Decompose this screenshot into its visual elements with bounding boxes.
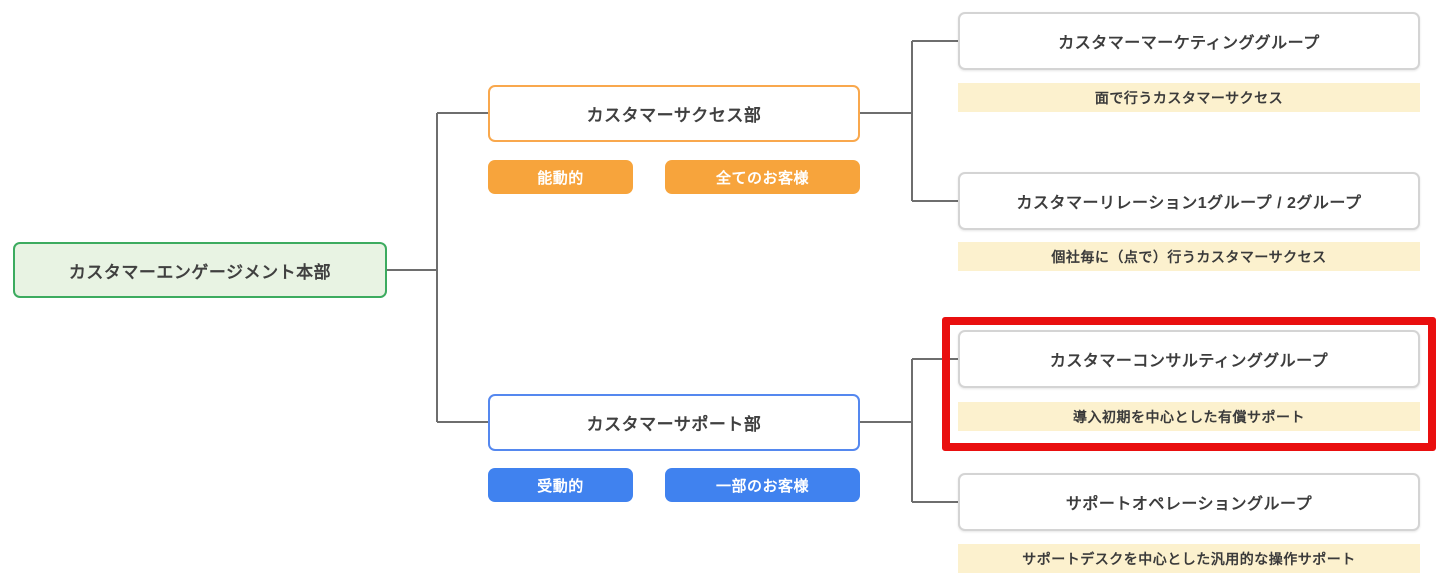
root-node: カスタマーエンゲージメント本部 — [13, 242, 387, 298]
caption-text: サポートデスクを中心とした汎用的な操作サポート — [1022, 550, 1356, 567]
caption-text: 面で行うカスタマーサクセス — [1094, 89, 1284, 106]
group-node-customer-relation: カスタマーリレーション1グループ / 2グループ — [958, 172, 1420, 230]
group-node-customer-marketing: カスタマーマーケティンググループ — [958, 12, 1420, 70]
badge-all-customers: 全てのお客様 — [665, 160, 860, 194]
badge-proactive: 能動的 — [488, 160, 633, 194]
root-node-label: カスタマーエンゲージメント本部 — [68, 262, 332, 282]
group-caption-customer-consulting: 導入初期を中心とした有償サポート — [958, 402, 1420, 431]
badge-label: 全てのお客様 — [715, 169, 809, 187]
group-node-customer-consulting: カスタマーコンサルティンググループ — [958, 330, 1420, 388]
dept-label: カスタマーサポート部 — [586, 415, 762, 434]
group-label: カスタマーリレーション1グループ / 2グループ — [1016, 195, 1362, 212]
badge-some-customers: 一部のお客様 — [665, 468, 860, 502]
badge-label: 受動的 — [537, 477, 584, 495]
group-label: カスタマーマーケティンググループ — [1058, 35, 1320, 52]
group-caption-customer-relation: 個社毎に（点で）行うカスタマーサクセス — [958, 242, 1420, 271]
group-caption-customer-marketing: 面で行うカスタマーサクセス — [958, 83, 1420, 112]
group-label: カスタマーコンサルティンググループ — [1049, 353, 1329, 370]
group-label: サポートオペレーショングループ — [1065, 496, 1313, 513]
dept-label: カスタマーサクセス部 — [586, 106, 762, 125]
caption-text: 個社毎に（点で）行うカスタマーサクセス — [1051, 248, 1327, 265]
badge-label: 能動的 — [537, 169, 584, 187]
dept-node-customer-success: カスタマーサクセス部 — [488, 85, 860, 142]
badge-label: 一部のお客様 — [715, 477, 809, 495]
dept-node-customer-support: カスタマーサポート部 — [488, 394, 860, 451]
badge-reactive: 受動的 — [488, 468, 633, 502]
group-caption-support-operation: サポートデスクを中心とした汎用的な操作サポート — [958, 544, 1420, 573]
group-node-support-operation: サポートオペレーショングループ — [958, 473, 1420, 531]
caption-text: 導入初期を中心とした有償サポート — [1073, 408, 1305, 425]
